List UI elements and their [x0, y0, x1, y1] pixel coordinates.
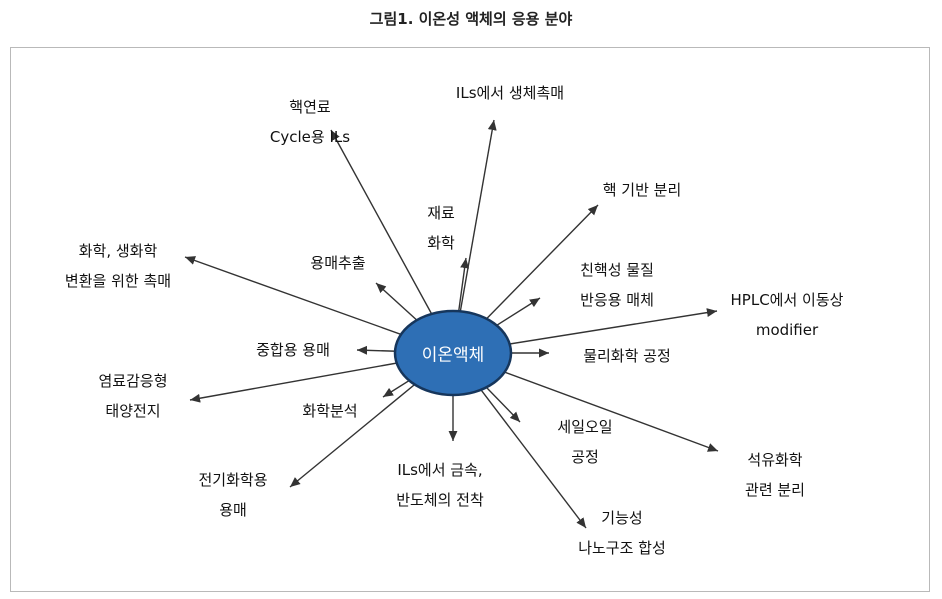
label-line: 용매	[219, 501, 247, 519]
label-electrodeposition: ILs에서 금속, 반도체의 전착	[396, 455, 484, 515]
figure-caption: 그림1. 이온성 액체의 응용 분야	[369, 10, 573, 28]
label-line: modifier	[755, 321, 819, 339]
label-line: 나노구조 합성	[578, 539, 666, 557]
label-line: 핵 기반 분리	[602, 181, 682, 199]
center-node	[393, 309, 513, 397]
label-line: ILs에서 금속,	[397, 461, 483, 479]
label-line: 공정	[571, 448, 599, 466]
label-line: 염료감응형	[98, 372, 168, 390]
label-line: 물리화학 공정	[583, 347, 671, 365]
label-hplc-modifier: HPLC에서 이동상 modifier	[731, 285, 844, 345]
label-line: 반도체의 전착	[396, 491, 484, 509]
label-chemical-analysis: 화학분석	[302, 396, 357, 426]
label-line: 변환을 위한 촉매	[64, 272, 172, 290]
label-line: 핵연료	[289, 98, 331, 116]
label-line: 관련 분리	[745, 481, 805, 499]
label-line: 화학	[427, 234, 455, 252]
label-line: 석유화학	[747, 451, 803, 469]
label-line: 중합용 용매	[256, 341, 330, 359]
label-biocatalyst: ILs에서 생체촉매	[456, 78, 564, 108]
label-line: 태양전지	[105, 402, 161, 420]
label-line: 화학분석	[302, 402, 358, 420]
label-line: 용매추출	[310, 254, 366, 272]
label-polymerization: 중합용 용매	[256, 335, 330, 365]
label-line: 친핵성 물질	[580, 261, 654, 279]
label-line: Cycle용 ILs	[269, 128, 351, 146]
label-line: HPLC에서 이동상	[730, 291, 844, 309]
label-line: 전기화학용	[198, 471, 268, 489]
label-line: 화학, 생화학	[78, 242, 158, 260]
label-line: 반응용 매체	[580, 291, 654, 309]
label-nuclear-fuel-cycle: 핵연료 Cycle용 ILs	[270, 92, 350, 152]
center-label: 이온액체	[421, 345, 485, 366]
label-line: ILs에서 생체촉매	[455, 84, 565, 102]
label-solvent-extraction: 용매추출	[310, 248, 365, 278]
label-line: 재료	[427, 204, 455, 222]
label-physical-chemistry: 물리화학 공정	[583, 341, 671, 371]
label-line: 세일오일	[557, 418, 613, 436]
label-line: 기능성	[601, 509, 643, 527]
label-nuclear-separation: 핵 기반 분리	[603, 175, 682, 205]
